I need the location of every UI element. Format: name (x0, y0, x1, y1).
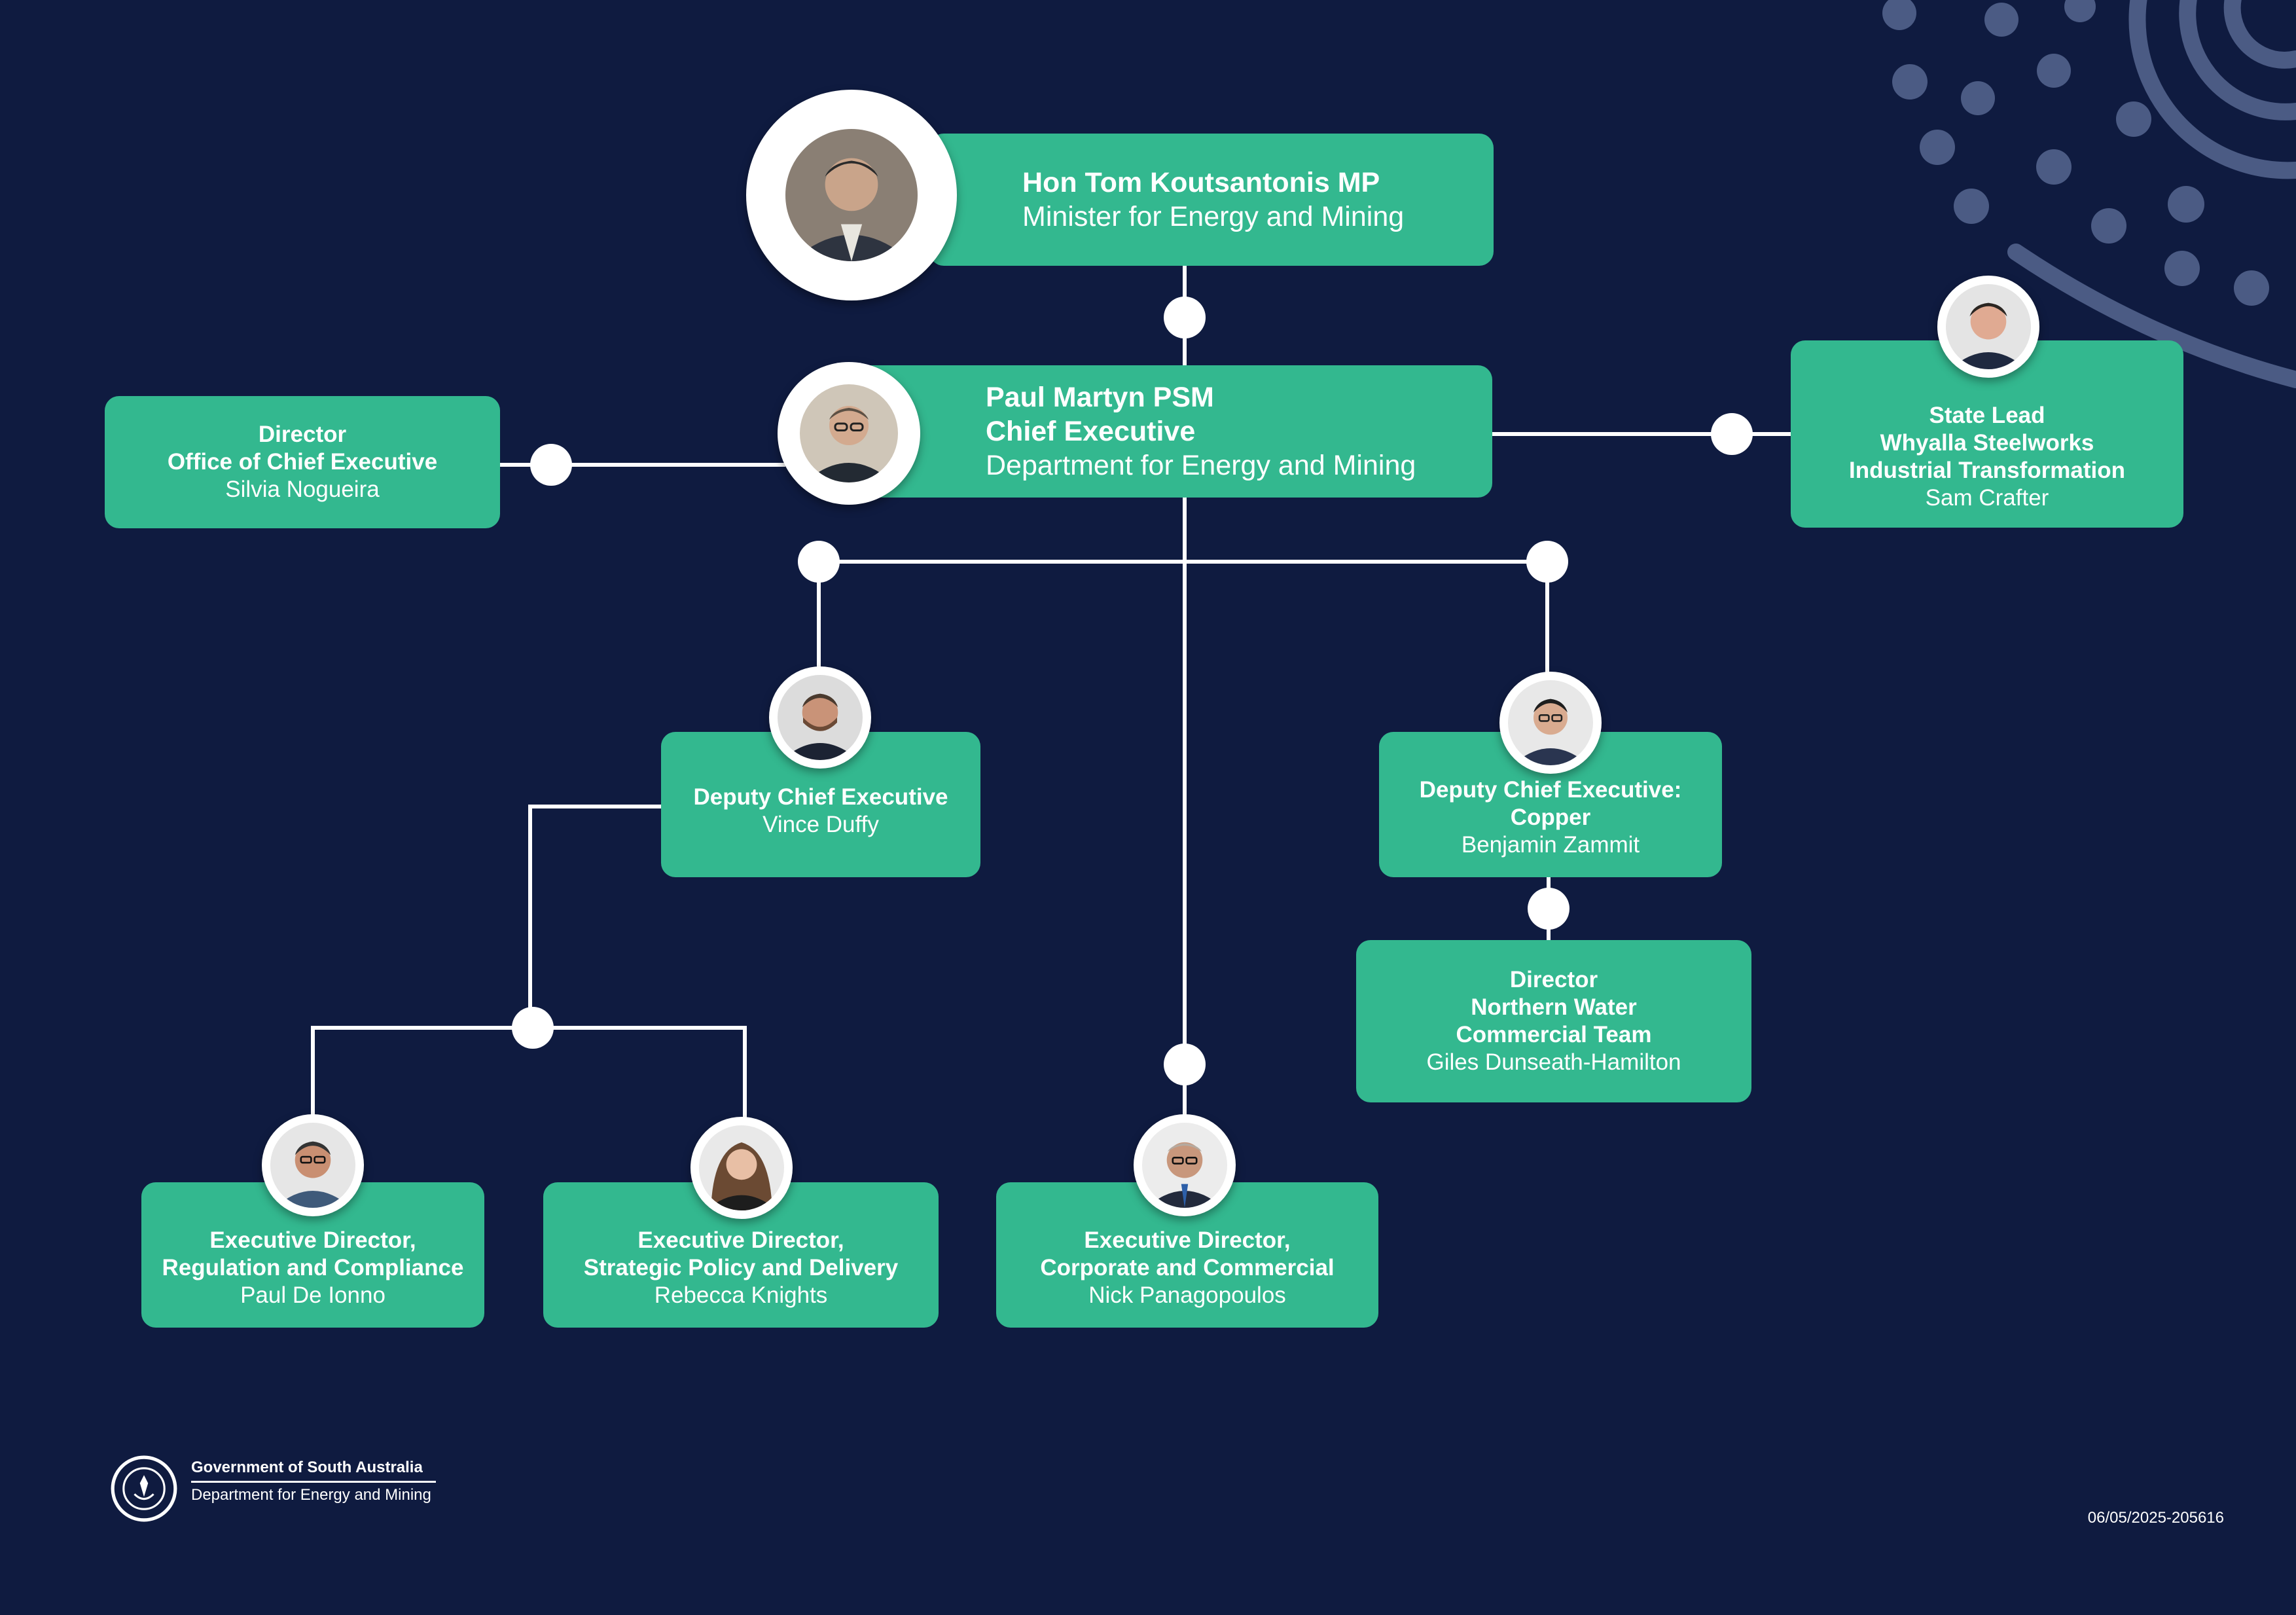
dce-copper-title2: Copper (1510, 805, 1591, 830)
person-photo-icon (699, 1125, 784, 1210)
connector-node (1164, 297, 1206, 338)
person-photo-icon (270, 1123, 355, 1208)
person-photo-icon (785, 129, 918, 261)
footer-government: Government of South Australia (191, 1459, 423, 1476)
dce-photo (769, 666, 871, 769)
ed-regulation-box: Executive Director, Regulation and Compl… (141, 1182, 484, 1328)
minister-role: Minister for Energy and Mining (1022, 201, 1405, 232)
office-ce-box: Director Office of Chief Executive Silvi… (105, 396, 500, 528)
dce-copper-name: Benjamin Zammit (1461, 832, 1640, 858)
nw-name: Giles Dunseath-Hamilton (1426, 1049, 1681, 1075)
person-photo-icon (778, 675, 863, 760)
connector-node (1711, 413, 1753, 455)
ed-reg-name: Paul De Ionno (240, 1282, 386, 1308)
minister-name: Hon Tom Koutsantonis MP (1022, 167, 1380, 198)
ed-corp-title2: Corporate and Commercial (1040, 1255, 1335, 1280)
state-lead-title1: State Lead (1929, 403, 2045, 428)
decorative-pattern (1882, 0, 2296, 388)
ed-strategic-photo (691, 1117, 793, 1219)
northern-water-box: Director Northern Water Commercial Team … (1356, 940, 1751, 1102)
ce-name: Paul Martyn PSM (986, 382, 1214, 413)
person-photo-icon (1142, 1123, 1227, 1208)
ed-strat-title2: Strategic Policy and Delivery (583, 1255, 899, 1280)
ed-corporate-photo (1134, 1114, 1236, 1216)
person-photo-icon (1946, 284, 2031, 369)
connector-node (798, 541, 840, 583)
nw-title2: Northern Water (1471, 994, 1637, 1020)
office-ce-title1: Director (258, 422, 347, 447)
minister-photo (746, 90, 957, 300)
ce-photo (778, 362, 920, 505)
footer-divider (191, 1481, 436, 1483)
footer-reference: 06/05/2025-205616 (2087, 1509, 2224, 1527)
person-photo-icon (1508, 680, 1593, 765)
connector-node (1164, 1043, 1206, 1085)
ed-corp-title1: Executive Director, (1084, 1227, 1291, 1253)
ce-title: Chief Executive (986, 416, 1196, 447)
state-lead-box: State Lead Whyalla Steelworks Industrial… (1791, 340, 2183, 528)
state-lead-photo (1937, 276, 2039, 378)
dce-name: Vince Duffy (762, 812, 879, 837)
connector-node (512, 1007, 554, 1049)
ed-corp-name: Nick Panagopoulos (1088, 1282, 1286, 1308)
dce-copper-photo (1499, 672, 1602, 774)
footer-department: Department for Energy and Mining (191, 1486, 431, 1504)
dce-copper-title1: Deputy Chief Executive: (1419, 777, 1682, 803)
office-ce-name: Silvia Nogueira (225, 477, 380, 502)
chief-executive-box: Paul Martyn PSM Chief Executive Departme… (851, 365, 1492, 498)
minister-box: Hon Tom Koutsantonis MP Minister for Ene… (929, 134, 1494, 266)
office-ce-title2: Office of Chief Executive (167, 449, 438, 475)
person-photo-icon (800, 384, 898, 482)
state-lead-title2: Whyalla Steelworks (1880, 430, 2094, 456)
connector-node (1528, 888, 1570, 930)
nw-title3: Commercial Team (1456, 1022, 1652, 1047)
connector-node (1526, 541, 1568, 583)
state-lead-name: Sam Crafter (1925, 485, 2049, 511)
ed-strategic-box: Executive Director, Strategic Policy and… (543, 1182, 939, 1328)
state-lead-title3: Industrial Transformation (1849, 458, 2125, 483)
ed-reg-title2: Regulation and Compliance (162, 1255, 464, 1280)
ed-reg-title1: Executive Director, (209, 1227, 416, 1253)
ed-strat-name: Rebecca Knights (654, 1282, 828, 1308)
south-australia-seal-icon (111, 1455, 177, 1522)
dce-title: Deputy Chief Executive (693, 784, 948, 810)
ce-department: Department for Energy and Mining (986, 450, 1416, 481)
connector-node (530, 444, 572, 486)
nw-title1: Director (1509, 967, 1598, 992)
ed-strat-title1: Executive Director, (637, 1227, 844, 1253)
ed-regulation-photo (262, 1114, 364, 1216)
